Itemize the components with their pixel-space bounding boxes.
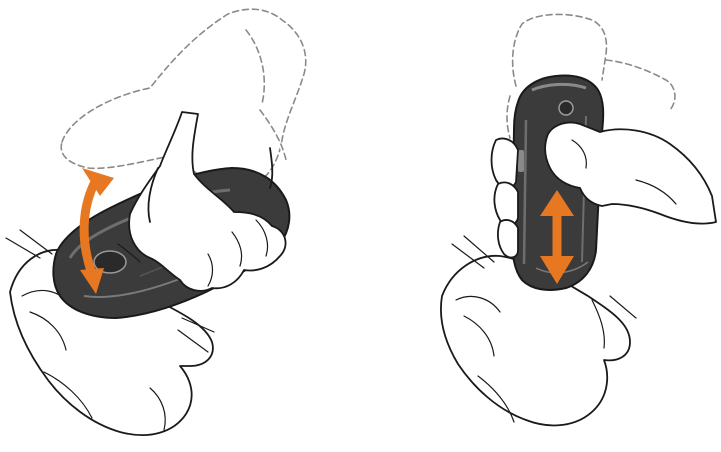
panel-vertical	[360, 0, 721, 452]
panel-tilt	[0, 0, 360, 452]
panel-tilt-drawing	[0, 0, 360, 452]
panel-vertical-drawing	[360, 0, 721, 452]
